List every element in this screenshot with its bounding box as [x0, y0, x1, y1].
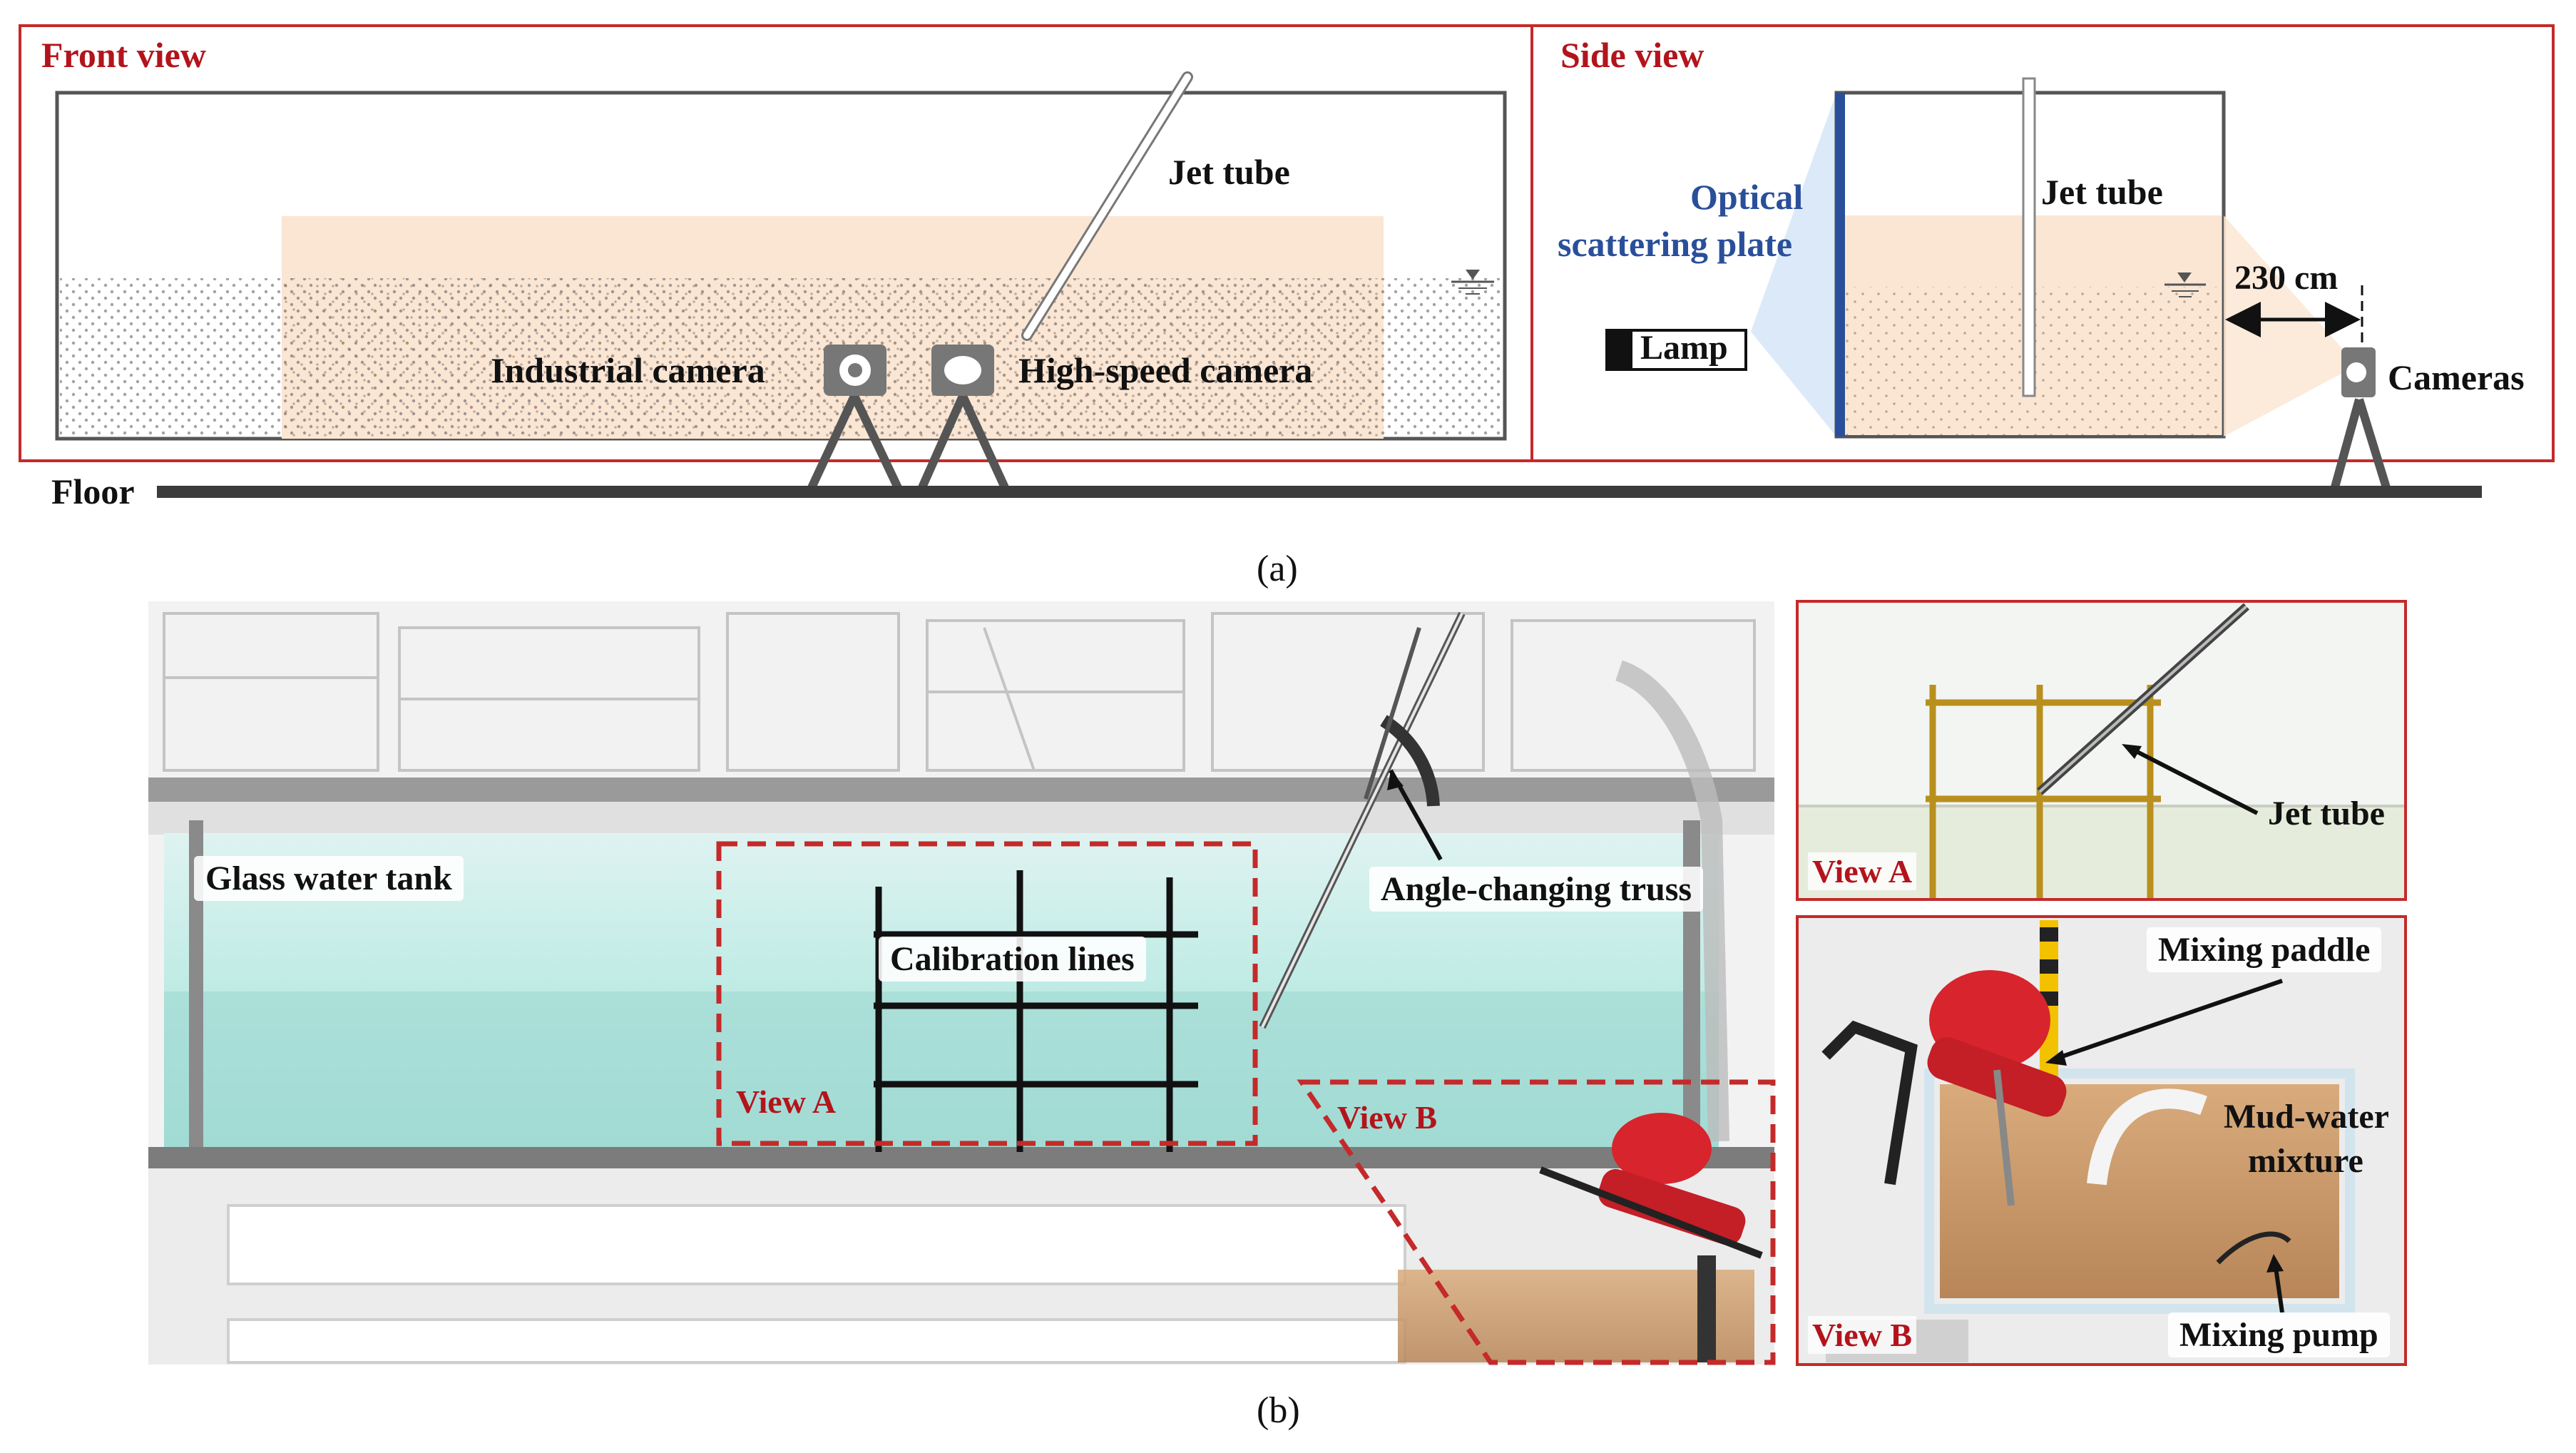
lamp: [1605, 329, 1747, 371]
mixing-pump-label: Mixing pump: [2168, 1312, 2390, 1357]
caption-a: (a): [1257, 549, 1298, 589]
side-view-title: Side view: [1560, 35, 1704, 75]
mud-water-label-line2: mixture: [2248, 1142, 2363, 1180]
caption-b: (b): [1257, 1390, 1300, 1431]
optical-plate-label-line2: scattering plate: [1558, 224, 1793, 264]
view-b-photo: [1797, 917, 2406, 1365]
floor-line: [157, 486, 2482, 498]
view-a-tag-inset: View A: [1808, 852, 1917, 890]
view-b-dashed-box: [1297, 1079, 1776, 1365]
floor-label: Floor: [51, 471, 135, 511]
industrial-camera-label: Industrial camera: [491, 350, 765, 390]
calibration-lines-label: Calibration lines: [879, 937, 1146, 982]
high-speed-camera-label: High-speed camera: [1018, 350, 1313, 390]
mixing-paddle-label: Mixing paddle: [2147, 927, 2382, 972]
water-level-marker-front: [1451, 270, 1494, 295]
optical-plate-label-line1: Optical: [1690, 177, 1804, 217]
jet-tube-front: [1021, 71, 1193, 341]
lamp-label: Lamp: [1640, 329, 1728, 367]
view-b-tag-main: View B: [1337, 1099, 1438, 1136]
view-b-tag-inset: View B: [1808, 1316, 1917, 1354]
jet-tube-label-front: Jet tube: [1168, 152, 1290, 192]
lamp-light-cone: [1751, 93, 1836, 437]
main-photo: [148, 601, 1774, 1365]
side-view-frame: [1530, 24, 2555, 462]
calibration-lines-grid: [874, 870, 1198, 1152]
jet-tube-label-side: Jet tube: [2041, 172, 2163, 212]
angle-changing-truss-label: Angle-changing truss: [1369, 867, 1704, 912]
jet-tube-side: [2022, 77, 2036, 397]
mud-water-label-line1: Mud-water: [2224, 1098, 2389, 1136]
optical-scattering-plate: [1835, 93, 1845, 437]
high-speed-camera: [916, 345, 1011, 494]
view-a-tag-main: View A: [736, 1084, 837, 1120]
jet-tube-label-view-a: Jet tube: [2268, 795, 2385, 832]
cameras-label: Cameras: [2388, 357, 2525, 397]
industrial-camera: [805, 345, 904, 494]
view-a-dashed-box: [716, 841, 1258, 1146]
front-view-title: Front view: [41, 35, 206, 75]
water-level-marker-side: [2164, 272, 2206, 297]
mixing-machine-main: [1539, 1113, 1763, 1259]
glass-water-tank-label: Glass water tank: [194, 856, 464, 901]
side-cameras: [2329, 347, 2392, 494]
distance-label: 230 cm: [2234, 259, 2339, 297]
view-a-photo: [1797, 601, 2406, 899]
angle-changing-truss: [1259, 611, 1466, 1029]
panel-a-schematic: [19, 24, 2555, 498]
